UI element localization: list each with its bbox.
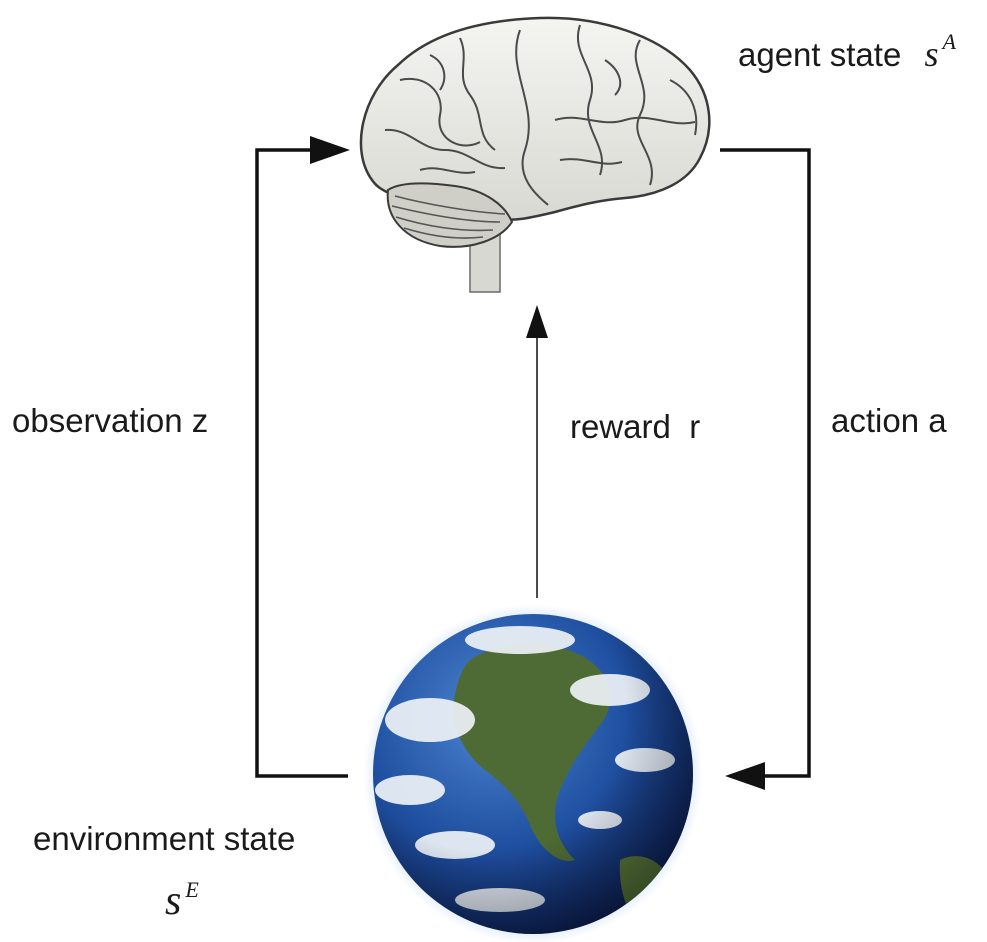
agent-state-superscript: A xyxy=(942,29,956,54)
observation-arrow xyxy=(255,136,350,778)
brain-image xyxy=(359,16,711,293)
observation-label: observation z xyxy=(12,402,209,439)
action-arrowhead xyxy=(725,762,765,790)
environment-state-label: environment state xyxy=(33,820,296,857)
environment-state-superscript: E xyxy=(185,877,199,902)
environment-state-symbol: s xyxy=(165,878,182,924)
reward-label: reward r xyxy=(570,408,701,445)
action-label: action a xyxy=(831,402,947,439)
agent-state-symbol: s xyxy=(924,34,939,74)
observation-arrowhead xyxy=(310,136,350,164)
earth-image xyxy=(363,604,703,942)
reward-arrowhead xyxy=(526,305,548,338)
reward-arrow xyxy=(526,305,548,598)
action-arrow xyxy=(720,148,811,790)
agent-state-text: agent state xyxy=(738,36,902,73)
